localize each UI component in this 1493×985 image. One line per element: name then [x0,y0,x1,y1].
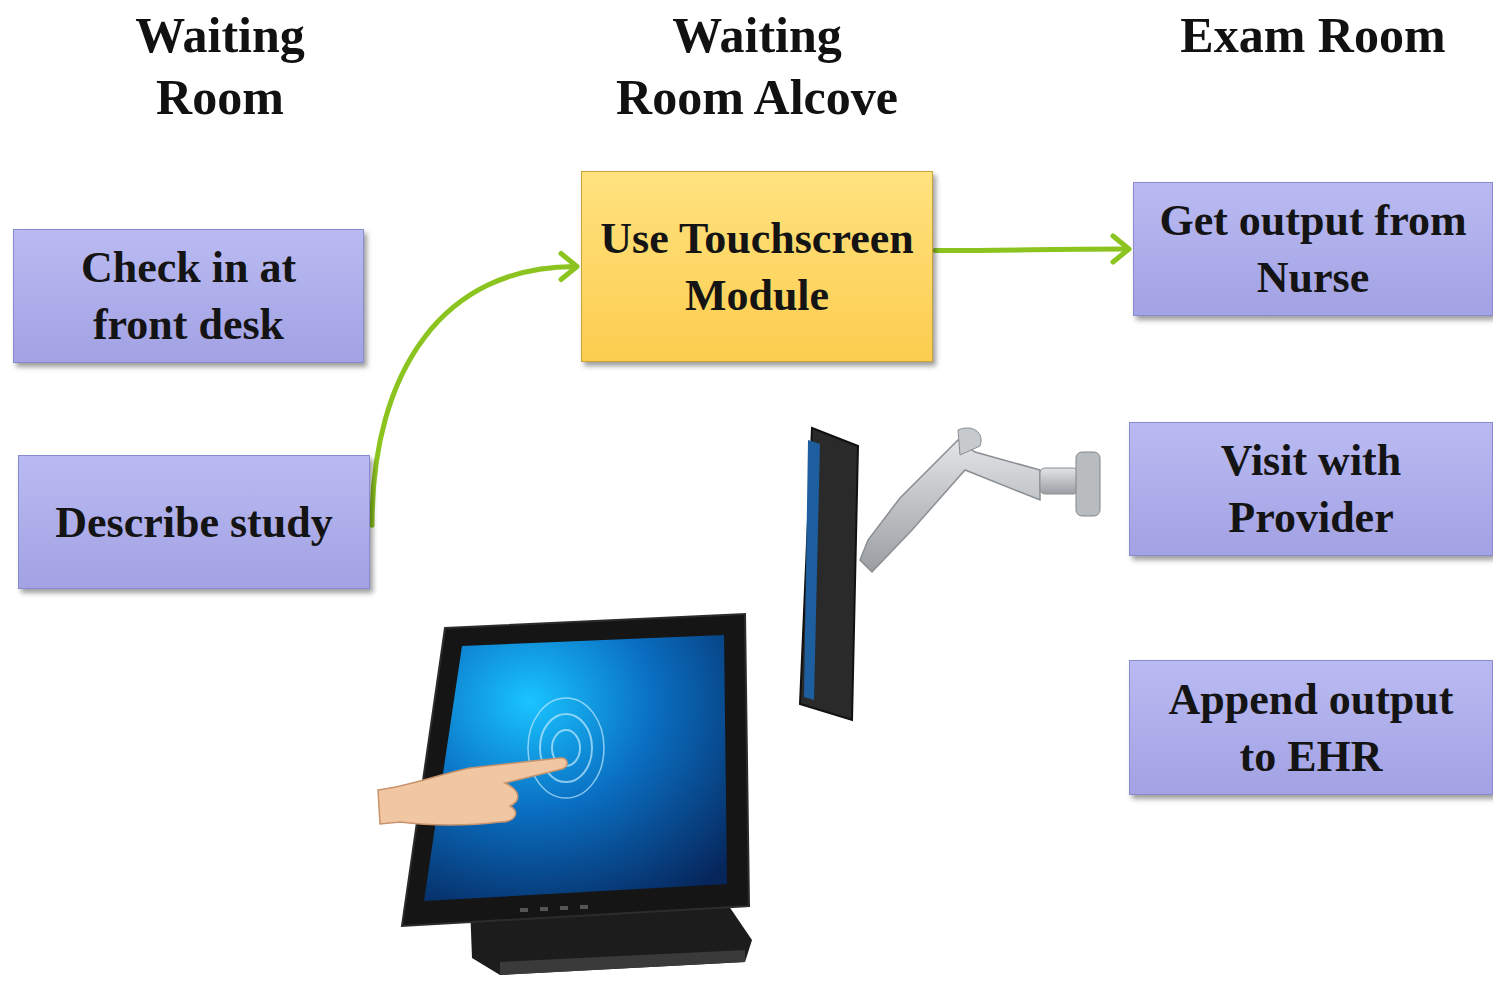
arm-joint [1040,468,1078,494]
column-heading: Waiting Room [70,4,370,128]
arrowhead [561,254,577,280]
stand-edge [500,950,745,975]
step-label: Check in at front desk [32,239,345,353]
wall-monitor-screen [804,440,820,700]
step-label: Visit with Provider [1148,432,1474,546]
flow-arrow [372,267,575,526]
flow-arrow [935,249,1127,251]
wall-monitor-body [800,428,858,720]
touch-ripples [528,698,604,798]
arrowhead [1113,236,1129,262]
mount-arm [860,440,1040,572]
column-heading: Exam Room [1103,4,1493,66]
process-box: Check in at front desk [13,229,364,363]
process-box: Describe study [18,455,370,589]
step-label: Get output from Nurse [1152,192,1474,306]
process-box: Visit with Provider [1129,422,1493,556]
monitor-bezel [402,614,749,926]
process-box: Append output to EHR [1129,660,1493,795]
wall-mounted-monitor [800,428,1100,720]
hand [378,758,567,825]
step-label: Append output to EHR [1148,671,1474,785]
highlight-step-box: Use Touchscreen Module [581,171,933,362]
arm-joint [958,428,981,455]
column-heading: Waiting Room Alcove [607,4,907,128]
monitor-buttons [520,905,588,912]
step-label: Use Touchscreen Module [600,210,914,324]
process-box: Get output from Nurse [1133,182,1493,316]
touchscreen-monitor [378,614,752,975]
wall-plate [1076,452,1100,516]
step-label: Describe study [55,494,332,551]
